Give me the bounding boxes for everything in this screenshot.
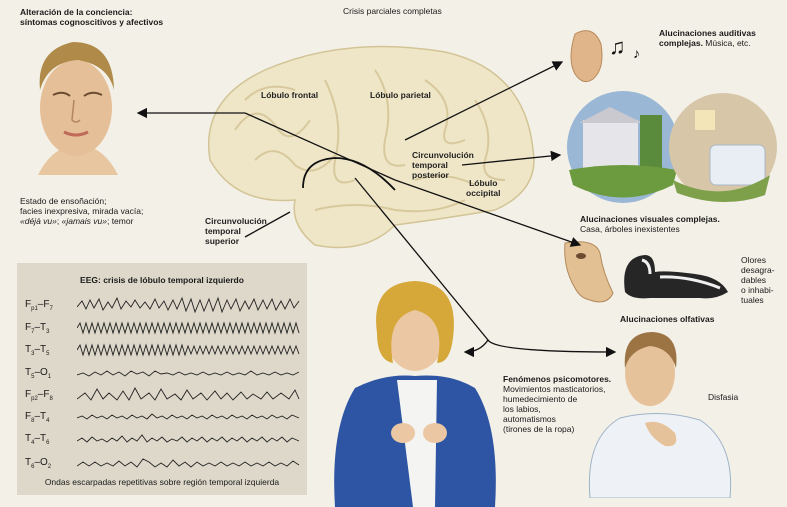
music-note-icon: ♫	[609, 34, 626, 59]
arrow-to-woman	[354, 177, 489, 358]
consciousness-desc-line1: Estado de ensoñación;	[20, 196, 107, 206]
eeg-channel-row: T4–T6	[25, 429, 303, 449]
ear-and-music-notes-illustration: ♫ ♪	[570, 30, 640, 83]
eeg-channel-label: F8–T4	[25, 410, 50, 424]
eeg-channel-label: T3–T5	[25, 343, 50, 357]
eeg-channel-row: T5–O1	[25, 363, 303, 383]
olfactory-hallucinations-label: Alucinaciones olfativas	[620, 314, 715, 324]
music-note-small-icon: ♪	[633, 45, 640, 61]
dreamy-man-face-illustration	[38, 42, 118, 175]
arrow-to-visual	[461, 150, 562, 166]
diagram-title: Crisis parciales completas	[343, 6, 442, 16]
consciousness-desc-line3: «déjà vu»; «jamais vu»; temor	[20, 216, 134, 226]
eeg-title: EEG: crisis de lóbulo temporal izquierdo	[80, 275, 244, 285]
consciousness-desc-line2: facies inexpresiva, mirada vacía;	[20, 206, 144, 216]
eeg-channel-row: T3–T5	[25, 340, 303, 360]
eeg-channel-row: Fp1–F7	[25, 295, 303, 315]
visual-hallucinations-label: Alucinaciones visuales complejas. Casa, …	[580, 214, 720, 234]
eeg-channel-label: T6–O2	[25, 456, 52, 470]
brain-illustration	[208, 45, 535, 249]
parietal-lobe-label: Lóbulo parietal	[370, 90, 431, 100]
superior-temporal-gyrus-label: Circunvolución temporal superior	[205, 216, 267, 246]
consciousness-description: Estado de ensoñación; facies inexpresiva…	[20, 196, 143, 226]
consciousness-heading: Alteración de la conciencia: síntomas co…	[20, 7, 163, 27]
eeg-channel-label: Fp1–F7	[25, 298, 53, 312]
eeg-trace	[77, 387, 300, 401]
eeg-channel-row: F8–T4	[25, 407, 303, 427]
eeg-channel-label: T5–O1	[25, 366, 52, 380]
occipital-lobe-label: Lóbulo occipital	[466, 178, 501, 198]
skunk-illustration	[624, 255, 728, 299]
arrow-to-dysphasia	[487, 339, 617, 358]
eeg-trace	[77, 296, 300, 314]
eeg-channel-label: Fp2–F8	[25, 388, 53, 402]
eeg-channel-label: T4–T6	[25, 432, 50, 446]
arrow-to-auditory	[404, 61, 564, 141]
eeg-channel-label: F7–T3	[25, 321, 50, 335]
eeg-trace	[77, 321, 300, 335]
house-and-room-illustration	[567, 91, 777, 203]
woman-cardigan-illustration	[334, 281, 496, 507]
eeg-channel-row: F7–T3	[25, 318, 303, 338]
eeg-channel-row: T6–O2	[25, 453, 303, 473]
eeg-trace	[77, 458, 300, 468]
dysphasia-label: Disfasia	[708, 392, 739, 402]
eeg-channel-row: Fp2–F8	[25, 385, 303, 405]
arrow-to-olfactory	[394, 179, 582, 247]
consciousness-heading-line1: Alteración de la conciencia:	[20, 7, 133, 17]
eeg-trace	[77, 434, 300, 443]
eeg-caption: Ondas escarpadas repetitivas sobre regió…	[44, 477, 280, 487]
eeg-trace	[77, 413, 300, 420]
eeg-trace	[77, 370, 300, 377]
auditory-hallucinations-label: Alucinaciones auditivas complejas. Músic…	[659, 28, 756, 48]
psychomotor-phenomena-label: Fenómenos psicomotores. Movimientos mast…	[503, 374, 612, 434]
unpleasant-odors-label: Olores desagra- dables o inhabi- tuales	[741, 255, 775, 305]
eeg-panel: EEG: crisis de lóbulo temporal izquierdo…	[17, 263, 307, 495]
frontal-lobe-label: Lóbulo frontal	[261, 90, 319, 100]
consciousness-heading-line2: síntomas cognoscitivos y afectivos	[20, 17, 164, 27]
eeg-trace	[77, 343, 300, 357]
man-dysphasia-illustration	[588, 332, 732, 498]
posterior-temporal-gyrus-label: Circunvolución temporal posterior	[412, 150, 474, 180]
nose-illustration	[564, 241, 614, 303]
